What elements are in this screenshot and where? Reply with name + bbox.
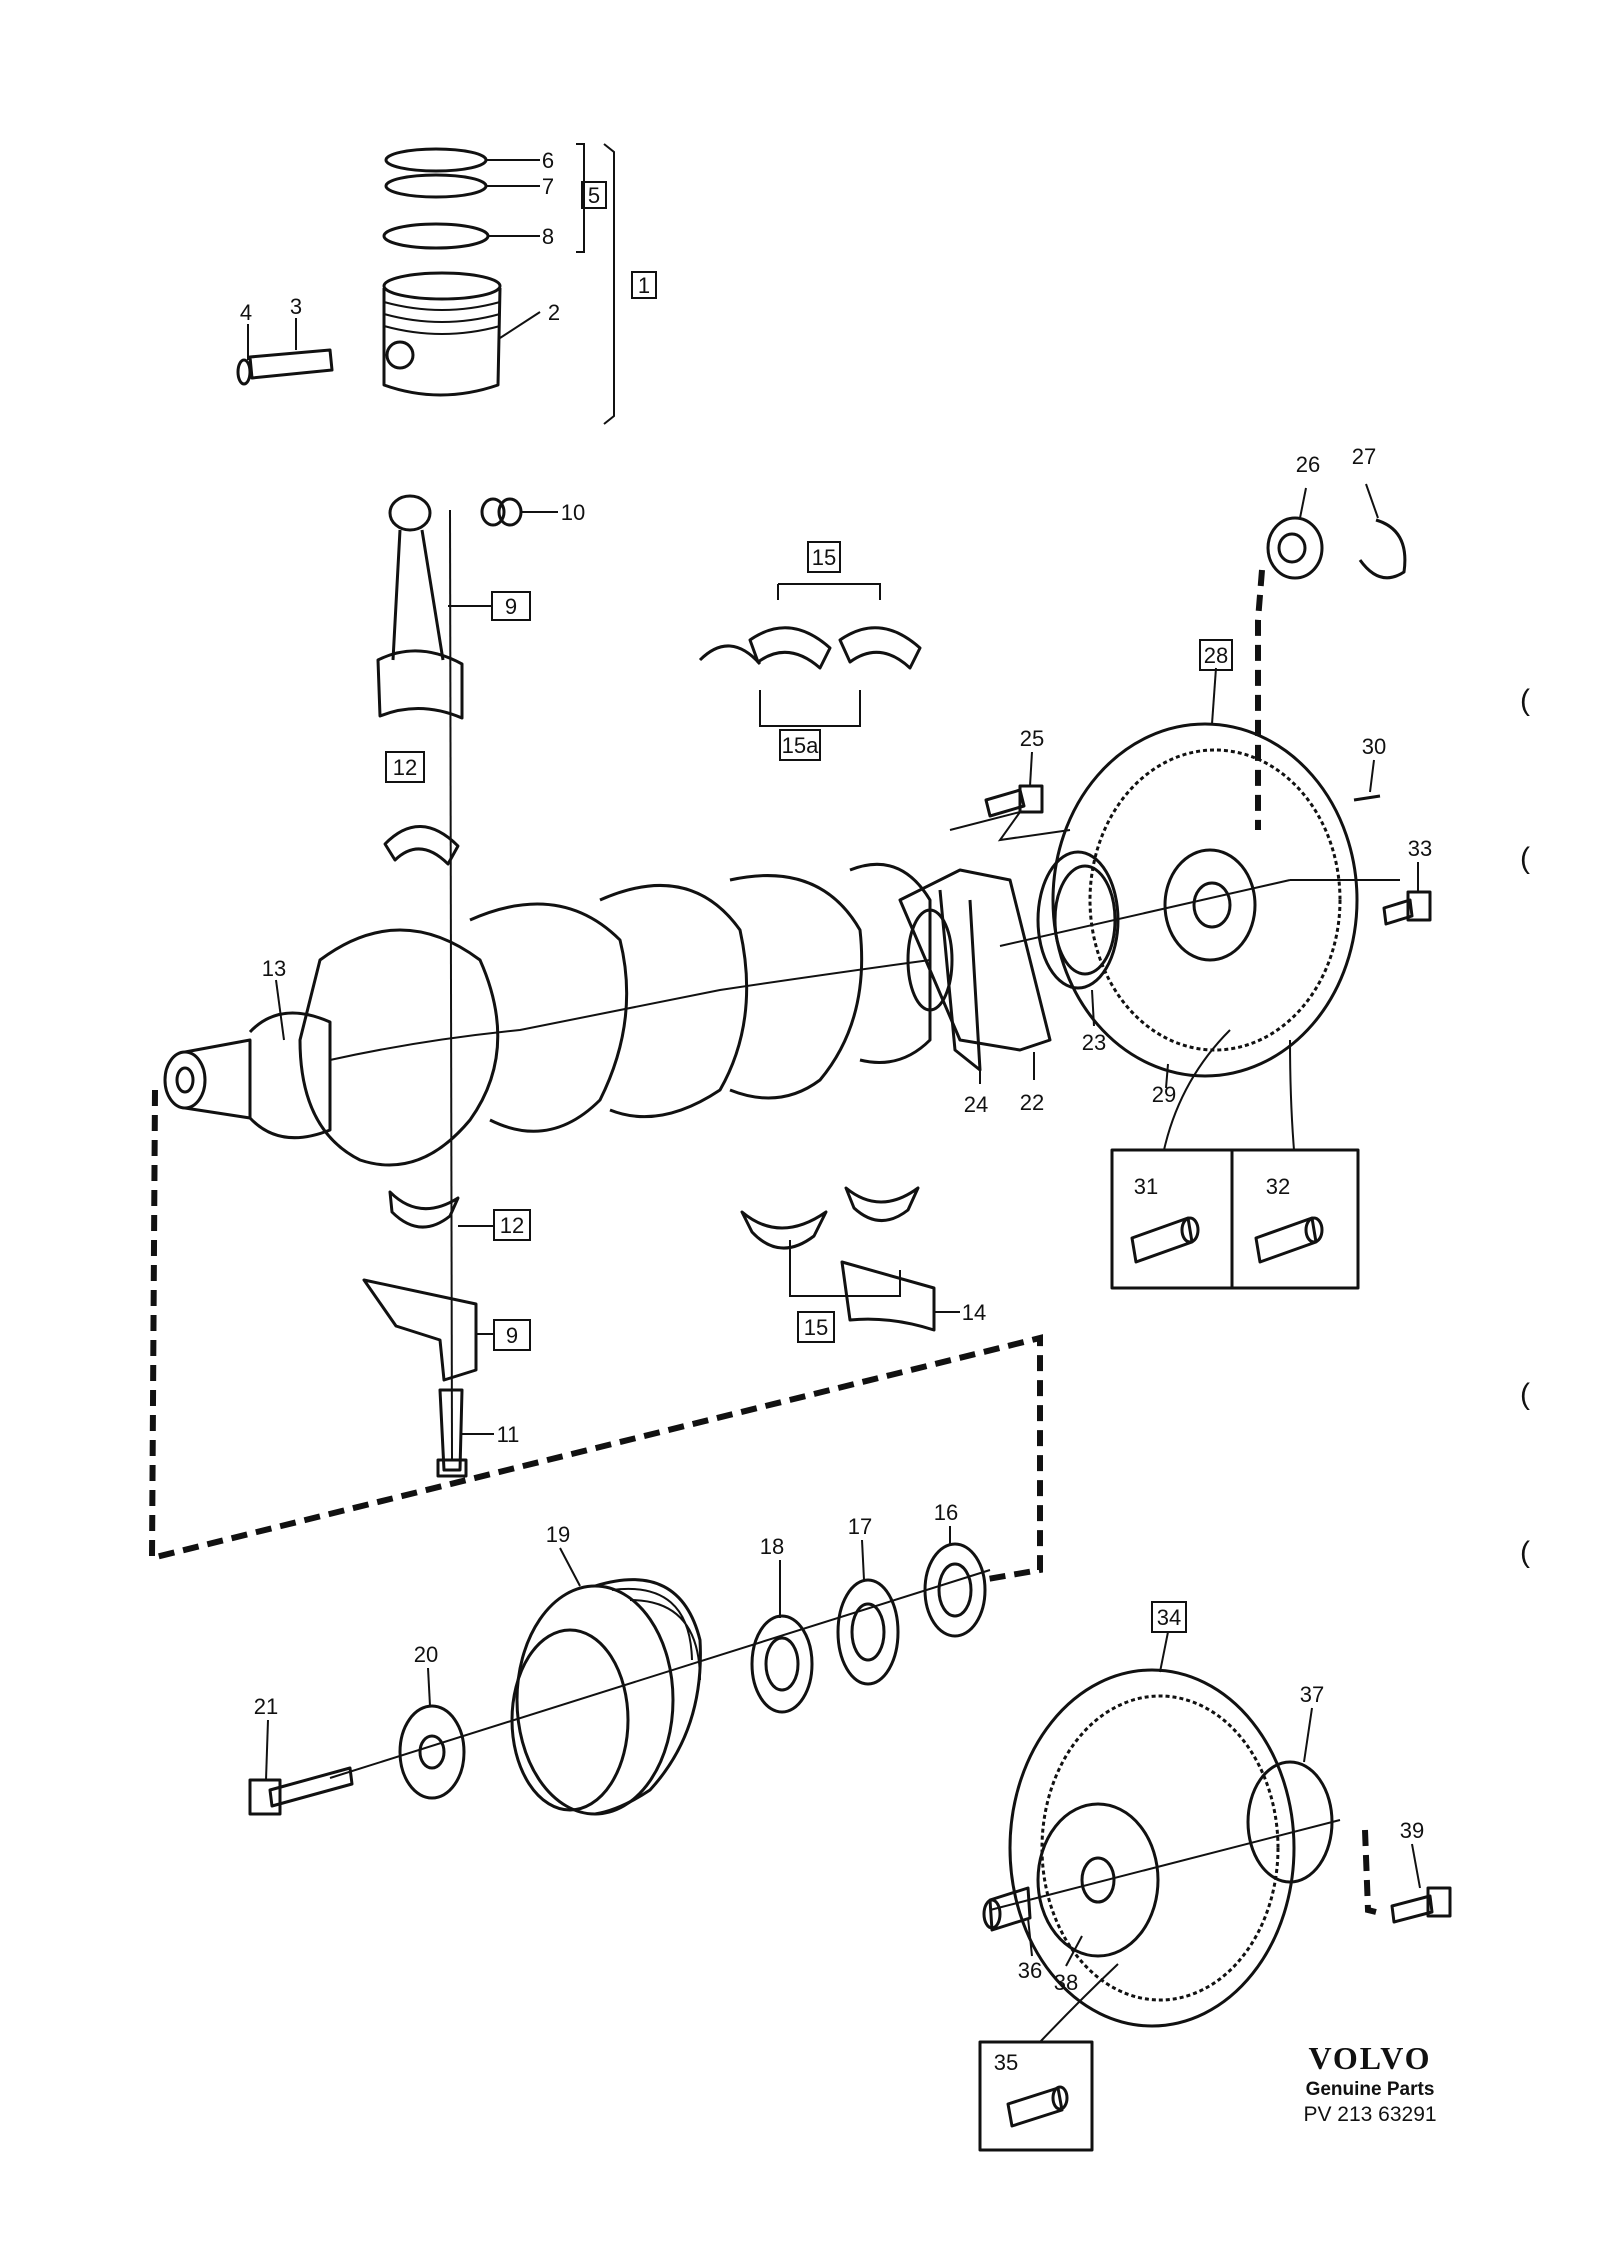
brand-subtitle: Genuine Parts xyxy=(1305,2079,1435,2100)
callout-9-lower: 9 xyxy=(506,1323,518,1348)
callout-37: 37 xyxy=(1300,1682,1324,1707)
callout-19: 19 xyxy=(546,1522,570,1547)
callout-labels: 1 2 3 4 5 6 7 8 9 10 9 11 12 12 13 14 15… xyxy=(240,148,1432,2075)
callout-10: 10 xyxy=(561,500,585,525)
connecting-rod-drawing xyxy=(362,494,523,1478)
callout-24: 24 xyxy=(964,1092,988,1117)
callout-15a: 15a xyxy=(782,733,819,758)
callout-1: 1 xyxy=(638,273,650,298)
callout-6: 6 xyxy=(542,148,554,173)
flywheel-drawing xyxy=(999,516,1432,1078)
drive-plate-drawing xyxy=(978,1668,1452,2152)
callout-32: 32 xyxy=(1266,1174,1290,1199)
leader-lines xyxy=(247,159,1421,2043)
callout-35: 35 xyxy=(994,2050,1018,2075)
callout-27: 27 xyxy=(1352,444,1376,469)
callout-7: 7 xyxy=(542,174,554,199)
callout-36: 36 xyxy=(1018,1958,1042,1983)
assembly-dashed-lines xyxy=(148,569,1377,1915)
main-bearing-shells-drawing xyxy=(698,583,936,1332)
callout-3: 3 xyxy=(290,294,302,319)
callout-14: 14 xyxy=(962,1300,986,1325)
callout-4: 4 xyxy=(240,300,252,325)
callout-12-lower: 12 xyxy=(500,1213,524,1238)
callout-38: 38 xyxy=(1054,1970,1078,1995)
piston-group-drawing xyxy=(236,143,615,425)
callout-34: 34 xyxy=(1157,1605,1181,1630)
margin-mark: ( xyxy=(1520,684,1530,717)
margin-mark: ( xyxy=(1520,1378,1530,1411)
callout-30: 30 xyxy=(1362,734,1386,759)
callout-17: 17 xyxy=(848,1514,872,1539)
callout-28: 28 xyxy=(1204,643,1228,668)
callout-13: 13 xyxy=(262,956,286,981)
callout-22: 22 xyxy=(1020,1090,1044,1115)
callout-5: 5 xyxy=(588,183,600,208)
margin-mark: ( xyxy=(1520,842,1530,875)
callout-11: 11 xyxy=(497,1422,520,1447)
boxed-callout-frames xyxy=(385,181,1233,1633)
brand-block: VOLVO Genuine Parts PV 213 63291 xyxy=(1270,2040,1470,2127)
callout-16: 16 xyxy=(934,1500,958,1525)
margin-marks: ( ( ( ( xyxy=(1520,684,1530,1569)
callout-25: 25 xyxy=(1020,726,1044,751)
callout-9-upper: 9 xyxy=(505,594,517,619)
callout-2: 2 xyxy=(548,300,560,325)
callout-15-lower: 15 xyxy=(804,1315,828,1340)
pin-detail-box-drawing xyxy=(1110,1148,1360,1290)
callout-23: 23 xyxy=(1082,1030,1106,1055)
volvo-logo: VOLVO xyxy=(1308,2040,1432,2076)
callout-26: 26 xyxy=(1296,452,1320,477)
callout-33: 33 xyxy=(1408,836,1432,861)
callout-39: 39 xyxy=(1400,1818,1424,1843)
callout-20: 20 xyxy=(414,1642,438,1667)
front-pulley-group-drawing xyxy=(248,1542,991,1816)
callout-31: 31 xyxy=(1134,1174,1158,1199)
drawing-reference: PV 213 63291 xyxy=(1303,2103,1437,2126)
callout-29: 29 xyxy=(1152,1082,1176,1107)
margin-mark: ( xyxy=(1520,1536,1530,1569)
callout-12-upper: 12 xyxy=(393,755,417,780)
callout-15-upper: 15 xyxy=(812,545,836,570)
crankshaft-drawing xyxy=(163,784,1071,1167)
callout-21: 21 xyxy=(254,1694,278,1719)
callout-8: 8 xyxy=(542,224,554,249)
callout-18: 18 xyxy=(760,1534,784,1559)
